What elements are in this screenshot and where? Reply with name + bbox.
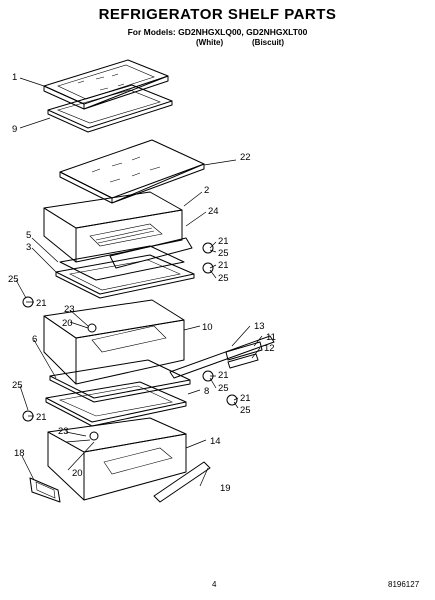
callout-25a: 25 [218, 248, 229, 259]
callout-5: 5 [26, 230, 31, 241]
callout-21f: 21 [36, 412, 47, 423]
page-title: REFRIGERATOR SHELF PARTS [98, 6, 337, 23]
part-19-rod[interactable] [153, 461, 211, 503]
callout-6: 6 [32, 334, 37, 345]
callout-21c: 21 [36, 298, 47, 309]
part-10-drawer[interactable] [43, 299, 185, 385]
callout-21b: 21 [218, 260, 229, 271]
part-18-label[interactable] [29, 477, 61, 503]
part-22-glass-shelf[interactable] [59, 139, 205, 204]
callout-3: 3 [26, 242, 31, 253]
callout-9: 9 [12, 124, 17, 135]
callout-10: 10 [202, 322, 213, 333]
callout-20a: 20 [62, 318, 73, 329]
callout-25b: 25 [218, 273, 229, 284]
callout-14: 14 [210, 436, 221, 447]
callout-25d: 25 [218, 383, 229, 394]
callout-1: 1 [12, 72, 17, 83]
callout-22: 22 [240, 152, 251, 163]
part-6-frame[interactable] [49, 359, 191, 403]
callout-12: 12 [264, 343, 275, 354]
callout-25f: 25 [12, 380, 23, 391]
part-12-bracket[interactable] [227, 353, 259, 369]
callout-18: 18 [14, 448, 25, 459]
callout-19: 19 [220, 483, 231, 494]
document-number: 8196127 [388, 580, 420, 589]
callout-21e: 21 [240, 393, 251, 404]
part-14-bottom-drawer[interactable] [47, 417, 187, 501]
part-3-drawer-frame[interactable] [55, 254, 195, 299]
callout-20b: 20 [72, 468, 83, 479]
variant-biscuit-label: (Biscuit) [252, 38, 284, 47]
part-11-bracket[interactable] [225, 341, 263, 361]
callout-11: 11 [266, 332, 276, 343]
callout-2: 2 [204, 185, 209, 196]
callout-labels: 1 9 22 2 24 5 3 21 25 21 25 25 21 23 20 … [8, 72, 276, 494]
part-13-rail[interactable] [169, 335, 275, 379]
callout-13: 13 [254, 321, 265, 332]
callout-8: 8 [204, 386, 209, 397]
part-9-shelf-frame[interactable] [47, 84, 173, 133]
callout-21d: 21 [218, 370, 229, 381]
models-line: For Models: GD2NHGXLQ00, GD2NHGXLT00 [127, 27, 308, 37]
callout-25c: 25 [8, 274, 19, 285]
callout-25e: 25 [240, 405, 251, 416]
page-number: 4 [212, 580, 217, 589]
part-1-glass-shelf[interactable] [43, 59, 169, 110]
leader-lines [15, 77, 263, 487]
callout-21a: 21 [218, 236, 229, 247]
variant-white-label: (White) [196, 38, 224, 47]
part-24-crisper-cover[interactable] [109, 237, 193, 269]
callout-23b: 23 [58, 426, 69, 437]
callout-24: 24 [208, 206, 219, 217]
part-5-glass-insert[interactable] [59, 245, 185, 281]
callout-23a: 23 [64, 304, 75, 315]
